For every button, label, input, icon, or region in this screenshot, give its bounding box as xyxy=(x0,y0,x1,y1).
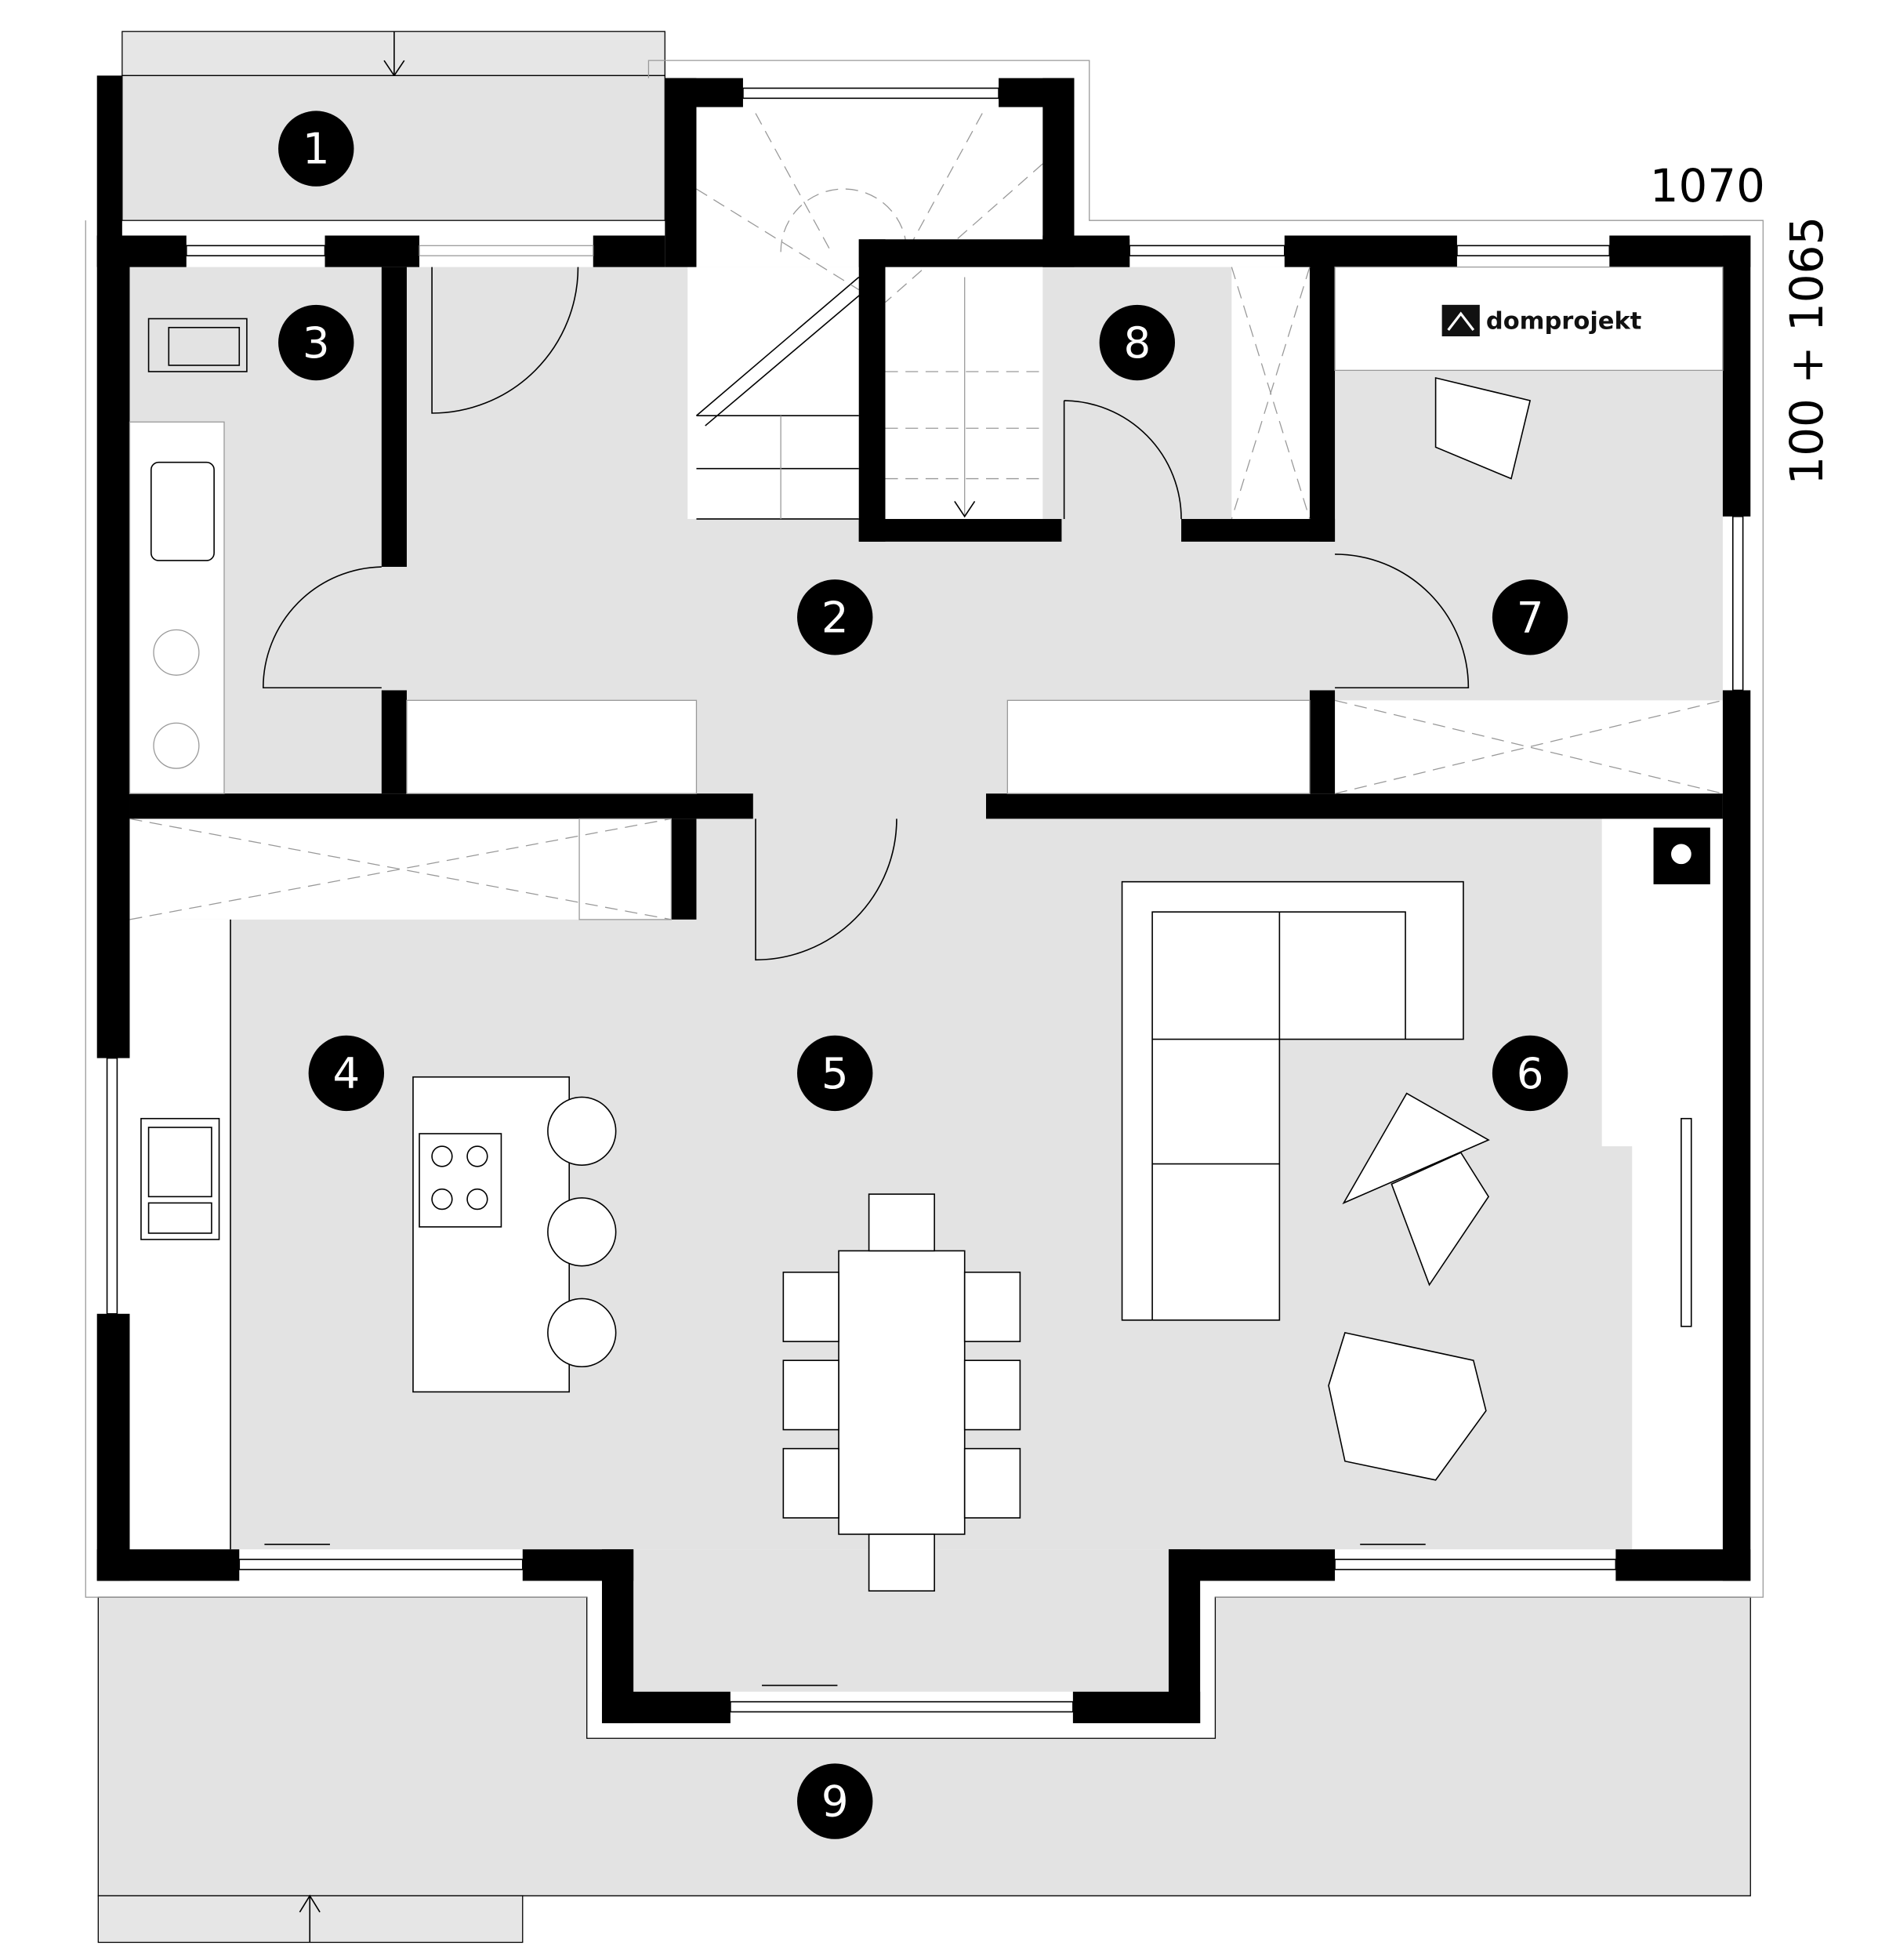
dining-set xyxy=(782,1193,1021,1592)
svg-text:5: 5 xyxy=(821,1048,849,1098)
svg-text:8: 8 xyxy=(1123,318,1151,368)
width-dimension: 1070 xyxy=(1650,159,1765,212)
svg-text:1: 1 xyxy=(303,124,330,174)
room-label-7: 7 xyxy=(1492,579,1568,655)
room-label-6: 6 xyxy=(1492,1035,1568,1112)
doors xyxy=(262,267,1470,961)
svg-text:7: 7 xyxy=(1517,592,1544,642)
walls xyxy=(96,75,1751,1723)
staircase xyxy=(695,113,1043,520)
windows xyxy=(106,87,1744,1713)
svg-text:4: 4 xyxy=(332,1048,360,1098)
room-label-5: 5 xyxy=(797,1035,873,1112)
kitchen xyxy=(140,919,617,1550)
wardrobes xyxy=(129,267,1724,920)
room-label-3: 3 xyxy=(278,304,354,381)
room-label-2: 2 xyxy=(797,579,873,655)
height-dimension: 100 + 1065 xyxy=(1780,216,1833,485)
terrace-garden xyxy=(97,1596,1751,1944)
svg-text:2: 2 xyxy=(821,592,849,642)
brand-name: domprojekt xyxy=(1486,307,1642,335)
terrace-entrance xyxy=(121,31,665,221)
room-label-9: 9 xyxy=(797,1763,873,1839)
room-label-1: 1 xyxy=(278,111,354,187)
svg-text:6: 6 xyxy=(1517,1048,1544,1098)
room-label-4: 4 xyxy=(308,1035,385,1112)
svg-text:3: 3 xyxy=(303,318,330,368)
brand-logo: domprojekt xyxy=(1441,304,1642,336)
living-furniture xyxy=(1121,266,1724,1481)
room-label-8: 8 xyxy=(1099,304,1176,381)
svg-text:9: 9 xyxy=(821,1777,849,1827)
